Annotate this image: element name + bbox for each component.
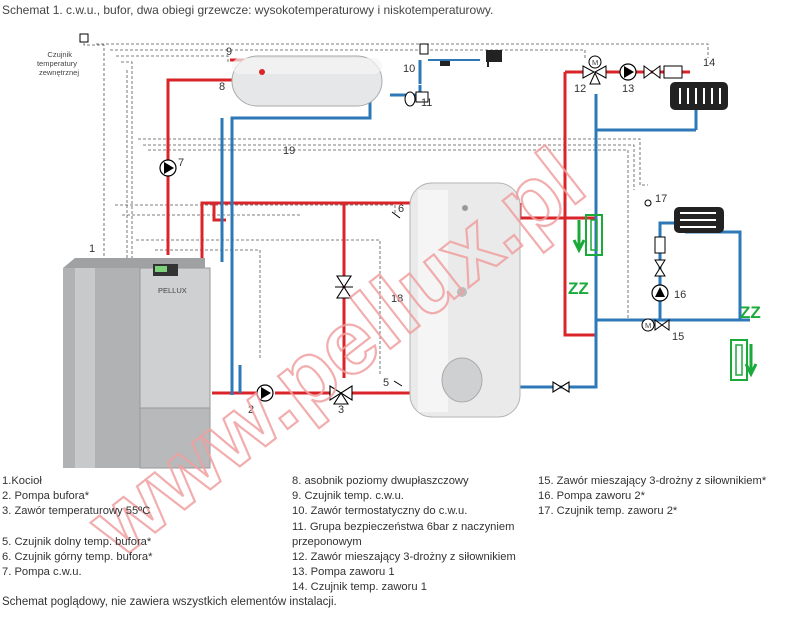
legend-item: 17. Czujnik temp. zaworu 2* [538,505,678,518]
legend-column-3: 15. Zawór mieszający 3-drożny z siłownik… [538,474,766,520]
pump-2-icon [256,384,274,402]
label-15: 15 [672,331,684,343]
pump-16-icon [651,284,669,302]
valve-16-icon [654,236,666,277]
mixing-valve-15-icon: M [641,318,670,332]
label-7: 7 [178,157,184,169]
zz-label-2: ZZ [740,303,761,322]
legend-item: 5. Czujnik dolny temp. bufora* [2,535,152,548]
svg-text:M: M [592,58,598,67]
zz-marker-2 [730,339,758,381]
pump-7-icon [159,159,177,177]
label-2: 2 [248,404,254,416]
label-5: 5 [383,377,389,389]
thermostatic-valve-10-icon [419,43,480,66]
caption: Schemat poglądowy, nie zawiera wszystkic… [2,596,337,608]
valve-14-icon [643,65,683,79]
label-17: 17 [655,193,667,205]
boiler: PELLUX [63,258,211,469]
radiator-1 [670,82,728,110]
zz-marker-1 [572,214,603,256]
label-18: 18 [391,293,403,305]
outside-sensor-icon [79,33,89,43]
faucet-icon [486,50,502,67]
outside-sensor-label-line-3: zewnętrznej [39,68,79,77]
svg-text:M: M [645,321,651,330]
label-3: 3 [338,404,344,416]
ball-valve-icon [335,275,353,299]
legend-item: 1.Kocioł [2,475,42,487]
sensor-5-icon [393,380,403,387]
legend-item: 8. asobnik poziomy dwupłaszczowy [292,475,469,487]
label-1: 1 [89,243,95,255]
legend-column-2: 8. asobnik poziomy dwupłaszczowy 9. Czuj… [292,474,516,596]
outside-sensor-label-line-2: temperatury [37,59,77,68]
legend-item: 10. Zawór termostatyczny do c.w.u. [292,505,468,518]
valve-3-icon [329,384,353,405]
pump-13-icon [619,63,637,81]
sensor-17-icon [644,199,652,207]
label-8: 8 [219,81,225,93]
label-12: 12 [574,83,586,95]
label-19: 19 [283,145,295,157]
legend-item [2,520,153,535]
mixing-valve-12-icon: M [582,55,607,85]
label-13: 13 [622,83,634,95]
horizontal-tank [231,55,383,107]
legend-item: 15. Zawór mieszający 3-drożny z siłownik… [538,475,767,487]
label-10: 10 [403,63,415,75]
sensor-6-icon [391,211,401,219]
label-14: 14 [703,57,715,69]
valve-return-icon [552,381,570,393]
legend-item: 3. Zawór temperaturowy 55ºC [2,505,151,518]
radiator-2 [674,207,724,233]
legend-item: 13. Pompa zaworu 1 [292,566,395,579]
legend-item: 16. Pompa zaworu 2* [538,490,645,503]
boiler-brand: PELLUX [158,286,187,295]
legend-item: przeponowym [292,535,362,548]
legend-item: 14. Czujnik temp. zaworu 1 [292,581,427,594]
label-9: 9 [226,46,232,58]
zz-label-1: ZZ [568,279,589,298]
legend-item: 6. Czujnik górny temp. bufora* [2,550,153,563]
sensor-wires [83,38,709,375]
safety-group-11-icon [404,91,429,107]
legend-item: 9. Czujnik temp. c.w.u. [292,490,404,503]
legend-item: 11. Grupa bezpieczeństwa 6bar z naczynie… [292,520,515,533]
legend-item: 2. Pompa bufora* [2,490,90,503]
label-16: 16 [674,289,686,301]
legend-item: 12. Zawór mieszający 3-drożny z siłownik… [292,550,516,563]
label-11: 11 [421,97,432,109]
legend-item: 7. Pompa c.w.u. [2,566,82,579]
legend-column-1: 1.Kocioł 2. Pompa bufora* 3. Zawór tempe… [2,474,153,580]
diagram-title: Schemat 1. c.w.u., bufor, dwa obiegi grz… [2,3,494,17]
outside-sensor-label-line-1: Czujnik [47,50,72,59]
buffer-tank [409,182,521,418]
label-6: 6 [398,203,404,215]
